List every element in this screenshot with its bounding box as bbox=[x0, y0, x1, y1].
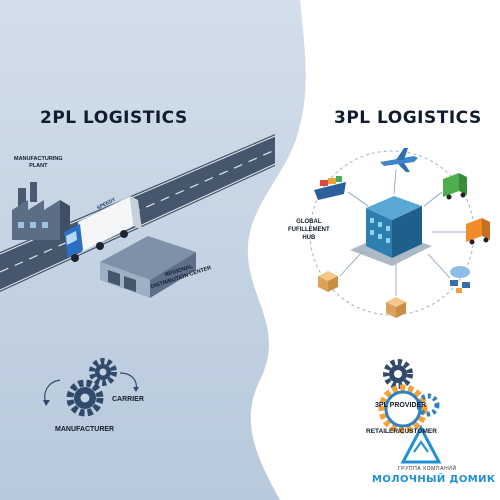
parcel-stack-icon bbox=[386, 297, 406, 318]
carrier-label: CARRIER bbox=[112, 396, 144, 403]
hub-label-line-3: HUB bbox=[302, 235, 316, 241]
company-logo-icon bbox=[400, 424, 442, 464]
right-title: 3PL LOGISTICS bbox=[334, 108, 482, 128]
airplane-icon bbox=[380, 148, 418, 172]
plant-label-line-2: PLANT bbox=[29, 163, 48, 169]
left-title: 2PL LOGISTICS bbox=[40, 108, 188, 128]
logo-name: МОЛОЧНЫЙ ДОМИК bbox=[372, 474, 496, 485]
plant-label: MANUFACTURING PLANT bbox=[14, 156, 63, 170]
retailer-label: RETAILER/CUSTOMER bbox=[366, 428, 437, 435]
warehouse-icon bbox=[100, 236, 196, 298]
provider-retailer-gears bbox=[378, 359, 440, 434]
hub-building-icon bbox=[350, 196, 432, 266]
parcel-box-icon bbox=[318, 271, 338, 292]
provider-label: 3PL PROVIDER bbox=[375, 402, 427, 409]
carrier-manufacturer-gears bbox=[43, 358, 139, 417]
cargo-ship-icon bbox=[314, 176, 346, 200]
plant-label-line-1: MANUFACTURING bbox=[14, 156, 63, 162]
hub-label-line-1: GLOBAL bbox=[296, 219, 322, 225]
delivery-truck-orange-icon bbox=[466, 218, 490, 245]
hub-label: GLOBAL FUFILLEMENT HUB bbox=[288, 218, 330, 242]
network-connectors bbox=[339, 169, 466, 296]
manufacturer-label: MANUFACTURER bbox=[55, 426, 115, 433]
logo-tagline: ГРУППА КОМПАНИЙ bbox=[398, 466, 457, 472]
truck-icon bbox=[64, 195, 142, 262]
cloud-computing-icon bbox=[450, 266, 470, 293]
hub-label-line-2: FUFILLEMENT bbox=[288, 227, 330, 233]
delivery-truck-green-icon bbox=[443, 173, 467, 200]
